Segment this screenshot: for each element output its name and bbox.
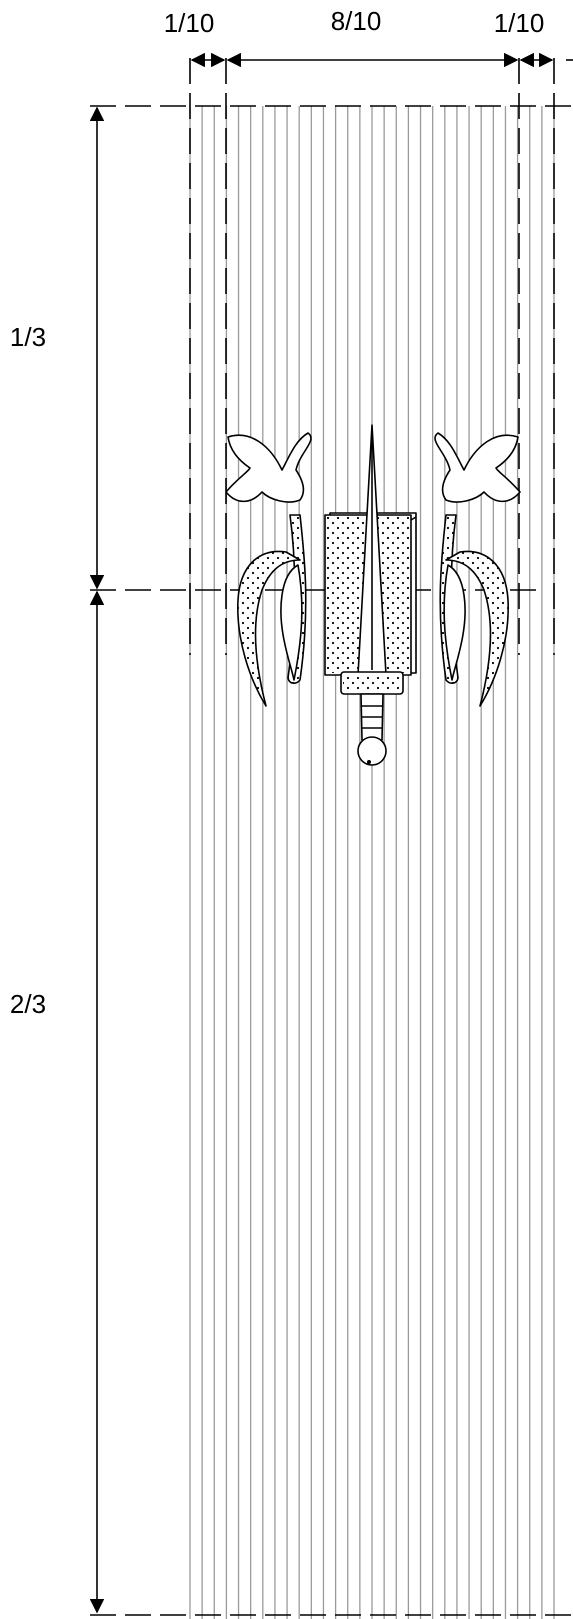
sword-ornament [340,424,404,766]
right-margin-label: 1/10 [494,8,545,38]
upper-height-label: 1/3 [10,322,46,352]
left-lily-inner-leaf [280,564,303,681]
right-lily-inner-leaf [443,564,466,681]
book-page-edge [410,516,417,521]
right-lily-ornament [434,432,521,707]
right-lily-flower [434,432,521,503]
banner-stripes [189,106,555,1619]
lower-height-label: 2/3 [10,989,46,1019]
dimension-arrows [89,52,573,1614]
sword-pommel [357,736,387,766]
left-lily-ornament [225,432,312,707]
guide-lines [90,58,573,1616]
left-margin-label: 1/10 [164,8,215,38]
left-lily-flower [225,432,312,503]
sword-pommel-dot [367,760,371,764]
center-width-label: 8/10 [331,6,382,36]
